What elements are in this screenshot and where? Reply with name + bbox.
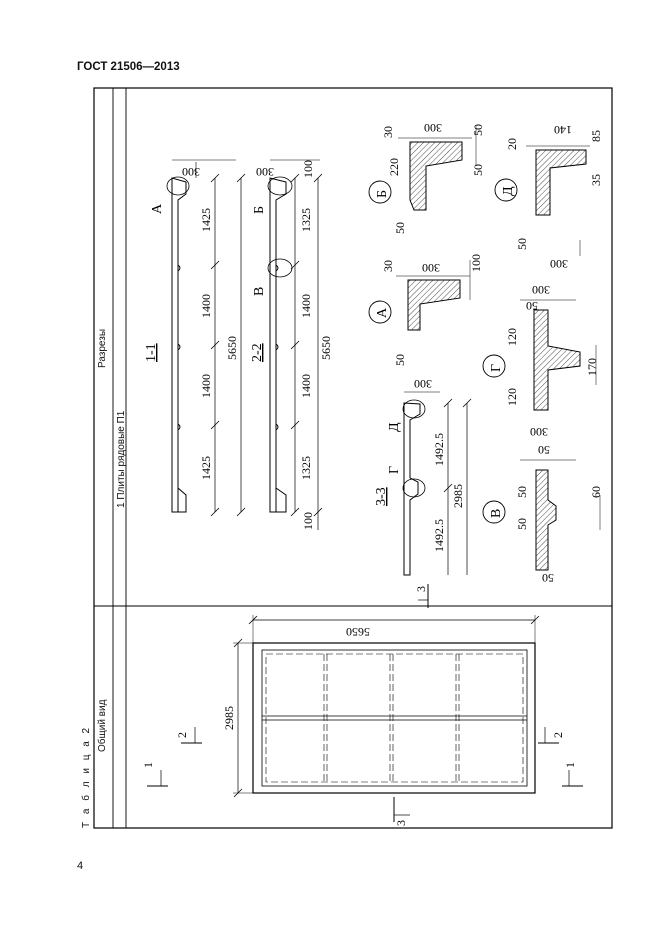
detail-b-dim-5: 50 — [471, 164, 485, 176]
detail-v-dim-6: 50 — [542, 571, 554, 585]
section-3-3-title: 3-3 — [374, 487, 389, 506]
section-2-2-span-2: 1400 — [299, 294, 313, 318]
section-1-1-rib: 300 — [182, 165, 200, 179]
detail-b-dim-1: 30 — [381, 126, 395, 138]
detail-v-marker — [482, 500, 506, 524]
section-2-2-mark-v: В — [252, 287, 267, 296]
section-2-2-mark-b: Б — [252, 206, 267, 214]
table-frame — [93, 87, 613, 829]
section-3-3-span-1: 1492.5 — [432, 433, 446, 466]
detail-g-dim-2: 120 — [505, 388, 519, 406]
detail-b-drawing — [398, 126, 477, 211]
section-3-3-rib: 300 — [414, 377, 432, 391]
detail-a-drawing — [396, 260, 471, 331]
section-2-2-drawing — [267, 159, 323, 530]
section-2-2-span-3: 1400 — [299, 374, 313, 398]
detail-v-dim-2: 50 — [515, 518, 529, 530]
detail-b-dim-2: 300 — [424, 121, 442, 135]
detail-b-dim-3: 50 — [471, 124, 485, 136]
detail-g-label: Г — [489, 364, 504, 372]
detail-d-dim-5: 300 — [550, 257, 568, 271]
detail-g-dim-1: 120 — [505, 328, 519, 346]
detail-v-dim-4: 60 — [589, 486, 603, 498]
detail-d-label: Д — [501, 186, 516, 196]
detail-a-dim-1: 30 — [381, 260, 395, 272]
detail-g-marker — [482, 354, 506, 378]
detail-d-dim-2: 140 — [554, 123, 572, 137]
detail-a-label: А — [375, 307, 390, 318]
section-2-2-span-4: 1325 — [299, 456, 313, 480]
detail-v-drawing — [520, 459, 601, 571]
detail-b-dim-4: 220 — [387, 158, 401, 176]
section-1-1-span-4: 1425 — [199, 456, 213, 480]
detail-g-dim-5: 170 — [585, 358, 599, 376]
section-2-2-total: 5650 — [319, 336, 333, 360]
detail-a-dim-3: 100 — [469, 254, 483, 272]
plan-cut-1-left: 1 — [141, 762, 155, 768]
section-3-3-mark-d: Д — [387, 422, 402, 432]
plan-cut-2-right: 2 — [551, 732, 565, 738]
detail-g-dim-3: 300 — [532, 283, 550, 297]
detail-g-drawing — [520, 299, 597, 411]
detail-a-marker — [368, 300, 392, 324]
section-2-2-title: 2-2 — [250, 343, 265, 362]
section-2-2-edge-bottom: 100 — [301, 512, 315, 530]
page-number: 4 — [77, 860, 84, 872]
detail-d-dim-4: 35 — [589, 174, 603, 186]
detail-b-dim-6: 50 — [393, 222, 407, 234]
detail-a-dim-4: 50 — [393, 354, 407, 366]
section-1-1-total: 5650 — [225, 336, 239, 360]
section-1-1-mark-a: А — [150, 203, 165, 214]
plan-view — [147, 615, 583, 822]
section-2-2-rib: 300 — [256, 165, 274, 179]
plan-cut-2-left: 2 — [175, 732, 189, 738]
detail-g-dim-4: 50 — [526, 299, 538, 313]
document-header: ГОСТ 21506—2013 — [77, 61, 180, 73]
detail-a-dim-2: 300 — [422, 261, 440, 275]
detail-d-dim-3: 85 — [589, 130, 603, 142]
section-3-3-drawing — [402, 391, 472, 608]
plan-length: 5650 — [346, 625, 370, 639]
section-3-3-mark-g: Г — [387, 466, 402, 474]
plan-cut-3: 3 — [394, 820, 408, 826]
section-3-3-span-2: 1492.5 — [432, 519, 446, 552]
detail-d-drawing — [526, 145, 590, 256]
section-2-2-edge-top: 100 — [301, 160, 315, 178]
detail-v-label: В — [489, 509, 504, 518]
detail-d-marker — [494, 178, 518, 202]
detail-v-dim-5: 50 — [538, 443, 550, 457]
plan-cut-1-right: 1 — [563, 762, 577, 768]
section-1-1-drawing — [166, 159, 246, 517]
detail-d-dim-6: 50 — [515, 238, 529, 250]
section-1-1-span-1: 1425 — [199, 208, 213, 232]
section-3-3-total: 2985 — [451, 484, 465, 508]
detail-v-dim-1: 50 — [515, 486, 529, 498]
detail-d-dim-1: 20 — [505, 138, 519, 150]
section-1-1-title: 1-1 — [144, 343, 159, 362]
section-1-1-span-2: 1400 — [199, 294, 213, 318]
detail-v-dim-3: 300 — [530, 425, 548, 439]
detail-b-marker — [368, 180, 392, 204]
section-2-2-span-1: 1325 — [299, 208, 313, 232]
plan-width: 2985 — [222, 706, 236, 730]
section-3-3-cut: 3 — [414, 586, 428, 592]
detail-b-label: Б — [375, 190, 390, 198]
section-1-1-span-3: 1400 — [199, 374, 213, 398]
